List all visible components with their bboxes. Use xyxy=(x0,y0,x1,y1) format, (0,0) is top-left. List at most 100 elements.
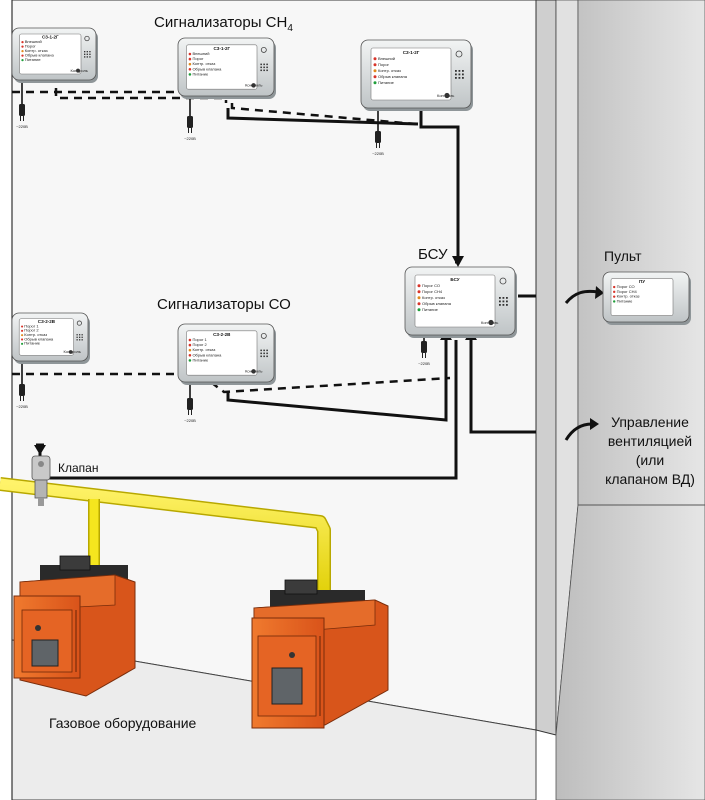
sensor-port xyxy=(84,35,90,42)
speaker-hole xyxy=(455,73,457,76)
indicator-label: Питание xyxy=(25,57,42,62)
indicator-led xyxy=(188,359,192,362)
indicator-led xyxy=(188,343,192,347)
speaker-hole xyxy=(76,339,78,341)
control-button xyxy=(488,319,494,326)
valve xyxy=(31,455,51,506)
indicator-label: Обрыв клапана xyxy=(192,352,222,357)
speaker-hole xyxy=(462,70,464,72)
speaker-hole xyxy=(458,77,461,79)
voltage-label: ~220В xyxy=(418,361,430,366)
indicator-led xyxy=(21,329,24,332)
speaker-hole xyxy=(506,297,508,299)
speaker-hole xyxy=(266,352,268,355)
indicator-led xyxy=(373,69,377,73)
wire-to-ventilation xyxy=(564,422,593,441)
speaker-hole xyxy=(89,53,91,55)
indicator-label: Порог СН4 xyxy=(617,289,638,294)
voltage-label: ~220В xyxy=(372,151,384,156)
indicator-label: Обрыв клапана xyxy=(192,66,222,71)
speaker-hole xyxy=(502,304,505,306)
speaker-hole xyxy=(266,355,268,358)
speaker-hole xyxy=(462,77,464,79)
indicator-label: Порог 2 xyxy=(24,328,39,333)
indicator-label: Порог СН4 xyxy=(422,289,443,294)
control-button xyxy=(251,83,256,88)
indicator-led xyxy=(373,75,377,79)
power-plug-ch4-2: ~220В xyxy=(184,94,196,141)
speaker-hole xyxy=(260,352,262,355)
plug-body xyxy=(375,131,381,143)
speaker-hole xyxy=(455,77,457,79)
speaker-hole xyxy=(266,349,268,352)
speaker-hole xyxy=(89,56,91,58)
indicator-label: Контр. отказ xyxy=(25,48,48,53)
arrow-to-bsu xyxy=(452,256,464,267)
arrow-to-pult xyxy=(595,286,604,299)
indicator-label: Порог xyxy=(378,62,390,67)
device-model: СЗ-1-2Г xyxy=(213,46,230,51)
speaker-hole xyxy=(462,73,464,76)
plug-body xyxy=(19,384,25,396)
indicator-led xyxy=(188,338,192,342)
indicator-label: Обрыв клапана xyxy=(24,336,54,341)
bsu-label: БСУ xyxy=(418,246,448,263)
indicator-label: Питание xyxy=(192,357,209,362)
right-room-wall xyxy=(555,0,705,800)
speaker-hole xyxy=(260,69,262,72)
speaker-hole xyxy=(266,63,268,66)
indicator-label: Внешний xyxy=(25,39,42,44)
sensor-port xyxy=(260,46,267,53)
speaker-hole xyxy=(458,70,461,72)
voltage-label: ~220В xyxy=(16,124,28,129)
indicator-label: Питание xyxy=(24,341,41,346)
indicator-led xyxy=(21,338,24,341)
speaker-hole xyxy=(79,339,81,341)
speaker-hole xyxy=(506,300,508,303)
speaker-hole xyxy=(266,66,268,69)
ch4-group-text: Сигнализаторы CH xyxy=(154,14,287,31)
speaker-hole xyxy=(76,336,78,338)
indicator-led xyxy=(21,54,24,57)
indicator-label: Порог 1 xyxy=(192,337,207,342)
indicator-led xyxy=(188,73,192,76)
indicator-led xyxy=(21,45,24,48)
device-panel xyxy=(610,278,674,316)
indicator-led xyxy=(188,57,192,61)
ventilation-label: Управление вентиляцией (или клапаном ВД) xyxy=(605,414,695,487)
speaker-hole xyxy=(81,336,83,338)
indicator-led xyxy=(613,290,616,294)
indicator-label: Внешний xyxy=(192,51,209,56)
indicator-led xyxy=(373,81,377,85)
indicator-label: Порог xyxy=(25,44,37,49)
indicator-led xyxy=(613,285,616,289)
plug-body xyxy=(19,104,25,116)
indicator-led xyxy=(188,348,192,352)
ch4-wiring xyxy=(12,88,460,264)
speaker-hole xyxy=(263,352,265,355)
indicator-label: Порог СО xyxy=(422,283,440,288)
speaker-hole xyxy=(86,51,88,53)
valve-label: Клапан xyxy=(58,461,98,475)
speaker-hole xyxy=(86,53,88,55)
indicator-led xyxy=(417,290,421,294)
indicator-label: Питание xyxy=(617,298,634,303)
speaker-hole xyxy=(263,69,265,72)
indicator-label: Контр. отказ xyxy=(378,68,401,73)
indicator-led xyxy=(417,302,421,306)
ventilation-line-3: (или xyxy=(636,452,664,468)
indicator-label: Питание xyxy=(378,80,395,85)
speaker-hole xyxy=(84,56,86,58)
indicator-label: Питание xyxy=(422,307,439,312)
speaker-hole xyxy=(86,56,88,58)
speaker-hole xyxy=(79,336,81,338)
indicator-led xyxy=(188,354,192,357)
device-model: СЗ-1-2Г xyxy=(403,50,420,55)
